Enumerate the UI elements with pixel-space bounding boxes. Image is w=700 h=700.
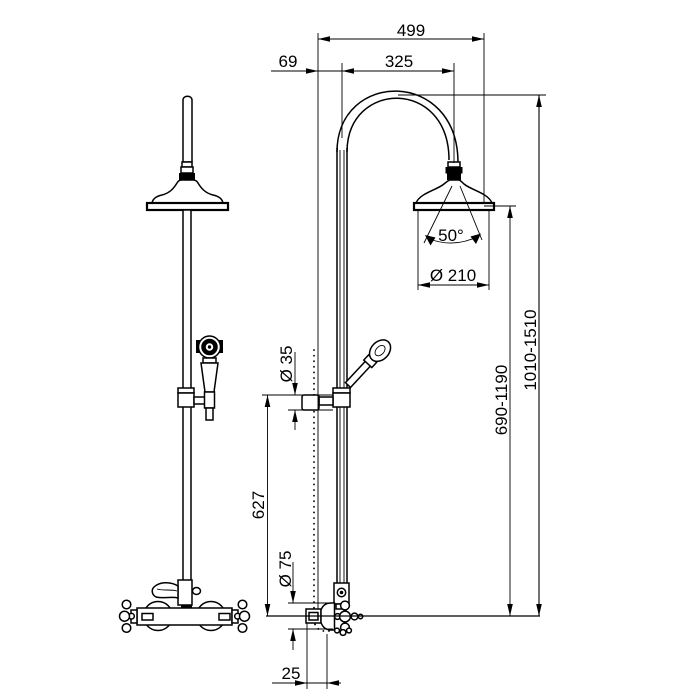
dim-325: 325 xyxy=(342,52,454,74)
slider-bracket xyxy=(332,392,351,408)
dim-627-label: 627 xyxy=(249,491,268,519)
front-view xyxy=(118,95,251,634)
shower-rim xyxy=(412,201,496,212)
base-block-port-dot xyxy=(339,590,344,595)
dim-627: 627 xyxy=(249,394,333,616)
thermostatic-valve-front xyxy=(118,599,251,634)
diverter-knob xyxy=(191,586,202,596)
holder-cup xyxy=(301,394,320,411)
shower-rim xyxy=(145,201,230,212)
dim-69: 69 xyxy=(271,52,454,74)
dim-head-diameter: Ø 210 xyxy=(417,209,490,290)
top-pipe xyxy=(182,95,193,163)
dim-69-label: 69 xyxy=(279,52,298,71)
dim-spray-angle-label: 50° xyxy=(438,226,464,245)
overhead-shower-front xyxy=(145,179,230,212)
dim-325-label: 325 xyxy=(385,52,413,71)
dim-o35-label: Ø 35 xyxy=(277,346,296,383)
riser-pipe xyxy=(336,148,348,583)
diverter-block xyxy=(177,579,193,606)
valve-body xyxy=(136,607,233,626)
tub-spout-line xyxy=(156,588,178,592)
dim-1010-1510: 1010-1510 xyxy=(521,95,542,616)
head-connector-band xyxy=(445,167,463,174)
hand-shower-front xyxy=(196,335,223,421)
spray-cone-line xyxy=(423,185,453,244)
spray-cone-line xyxy=(459,185,483,241)
dim-690-1190-label: 690-1190 xyxy=(492,365,511,436)
hand-shower-head-inner xyxy=(374,345,386,357)
valve-slot xyxy=(218,612,231,621)
shower-bell xyxy=(151,179,224,204)
head-connector-ring xyxy=(180,166,194,174)
dim-o35: Ø 35 xyxy=(277,346,333,430)
hand-shower-handle xyxy=(344,359,373,389)
hand-shower-handle xyxy=(203,391,216,409)
dim-o75: Ø 75 xyxy=(276,551,333,650)
slider-bracket xyxy=(177,392,195,408)
dim-spray-angle: 50° xyxy=(423,185,483,246)
dim-1010-1510-label: 1010-1510 xyxy=(521,309,540,390)
cross-handle-left xyxy=(118,599,136,634)
valve-slot xyxy=(141,612,154,621)
holder-arm xyxy=(318,396,334,406)
hand-shower-dot xyxy=(207,345,212,349)
holder-arm xyxy=(193,396,206,405)
head-connector-band xyxy=(179,173,195,180)
dimension-layer: 499 69 325 50° Ø 210 xyxy=(249,21,546,689)
diverter-front xyxy=(151,579,202,609)
hand-shower-head xyxy=(368,339,392,363)
flex-hose-dotted xyxy=(313,349,334,632)
dim-690-1190: 690-1190 xyxy=(492,206,513,616)
dim-499-label: 499 xyxy=(397,21,425,40)
dim-25-label: 25 xyxy=(282,664,301,683)
hand-shower-tip xyxy=(205,407,214,421)
dim-499: 499 xyxy=(318,21,484,42)
shower-arm-arc xyxy=(336,90,459,164)
dim-25: 25 xyxy=(272,623,341,689)
hand-shower-side xyxy=(344,339,392,389)
side-view xyxy=(301,90,496,637)
hand-shower-ring xyxy=(201,338,218,356)
hand-shower-cone xyxy=(200,362,219,393)
diverter-band xyxy=(181,605,192,609)
head-connector-band xyxy=(447,173,461,180)
cross-handle-right xyxy=(233,599,251,634)
hose-nut xyxy=(333,627,353,637)
dim-o75-label: Ø 75 xyxy=(276,551,295,588)
overhead-shower-side xyxy=(412,161,496,212)
dim-head-diameter-label: Ø 210 xyxy=(430,266,476,285)
shower-bell xyxy=(414,179,494,204)
